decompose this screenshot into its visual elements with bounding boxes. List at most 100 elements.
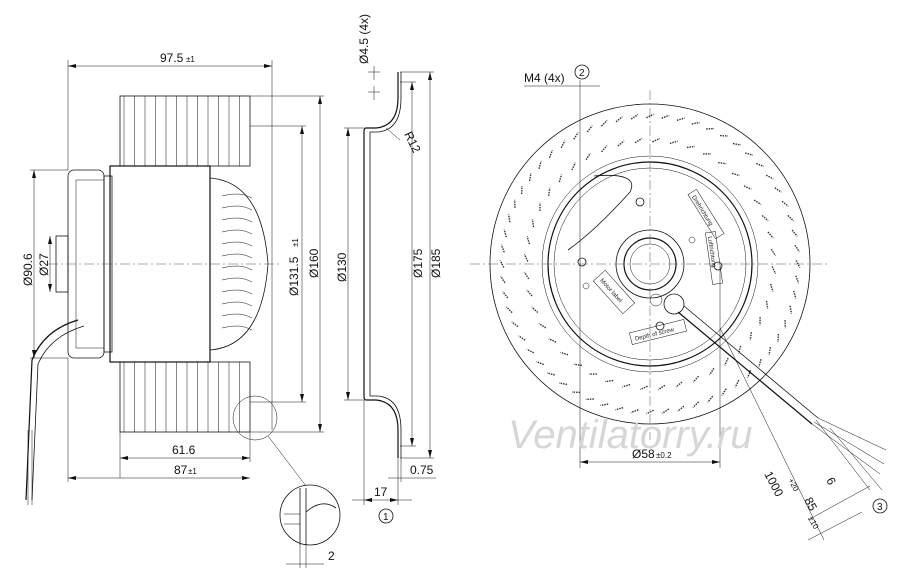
blade [518, 335, 526, 341]
label-depth-screw: Depth of screw [634, 327, 675, 343]
blade [794, 244, 800, 253]
mount-hole-4 [655, 321, 665, 331]
blade [769, 283, 774, 292]
blade [538, 160, 542, 169]
mount-hole-2 [713, 261, 723, 271]
callout-3 [872, 498, 888, 514]
blade [523, 271, 530, 280]
blade [605, 379, 614, 383]
blade [669, 140, 678, 145]
blade [573, 132, 579, 140]
rib [221, 301, 253, 307]
blade [721, 388, 727, 396]
blade [526, 236, 531, 245]
blade [745, 152, 754, 156]
callout-2 [574, 64, 590, 80]
blade [709, 367, 715, 376]
cable [25, 319, 79, 501]
cable-front [677, 311, 813, 425]
dim-plate-185: Ø185 [429, 248, 443, 278]
blade [676, 117, 685, 121]
blade [615, 116, 623, 123]
blade [547, 187, 551, 196]
dim-wheel-inner-tol: ±1 [291, 238, 300, 247]
dim-plate-175: Ø175 [411, 248, 425, 278]
label-air: Luftrichtung [706, 236, 716, 268]
blade [630, 114, 639, 120]
blade [652, 137, 661, 143]
blade [787, 214, 795, 222]
blade [758, 359, 762, 368]
rib [221, 325, 253, 331]
dim-hub-diameter: Ø90.6 [21, 253, 35, 286]
dim-wheel-length: 61.6 [172, 443, 196, 457]
callout-1 [378, 508, 394, 524]
blade [526, 289, 533, 297]
blade [761, 214, 769, 222]
callout-1-label: 1 [383, 512, 389, 523]
blade [734, 379, 740, 388]
blade [771, 266, 777, 275]
blade [528, 172, 532, 182]
rib [221, 313, 253, 319]
plate-view: Ø4.5 (4x) R12 Ø130 Ø175 Ø185 17 0.75 [335, 14, 443, 524]
blade [661, 408, 670, 414]
wire-channel [567, 174, 633, 251]
blade [560, 140, 566, 149]
dim-body-length-tol: ±1 [188, 467, 197, 476]
blade [622, 383, 631, 388]
dim-cable-length: 1000 [761, 469, 786, 499]
mount-hole-3 [635, 197, 645, 207]
blade [558, 174, 563, 183]
blade [753, 199, 762, 205]
detail-view [279, 484, 341, 546]
blade [646, 409, 654, 415]
blade [657, 384, 666, 391]
blade [526, 348, 535, 354]
blade [600, 145, 608, 153]
side-view: 97.5 ±1 Ø90.6 Ø27 Ø131.5 ±1 Ø160 [21, 51, 341, 568]
rib [221, 193, 253, 199]
blade [500, 275, 506, 284]
detail-marker [232, 395, 278, 441]
blade [586, 125, 593, 133]
rotor-ribs [221, 193, 253, 331]
blade [749, 332, 753, 341]
blade [791, 229, 798, 237]
blade [560, 351, 569, 356]
rib [221, 241, 253, 247]
blade [511, 321, 519, 328]
blade [781, 200, 789, 207]
blade [505, 306, 513, 314]
wheel-blades [499, 113, 801, 415]
rib [221, 289, 253, 295]
blade [558, 382, 568, 386]
blade [765, 300, 769, 309]
dim-mount-circle-tol: ±0.2 [656, 451, 672, 460]
dim-overall-length: 97.5 [160, 51, 184, 65]
blade [686, 145, 695, 149]
blade [724, 357, 729, 366]
dim-wheel-inner: Ø131.5 [287, 256, 301, 296]
wheel-fins-top [123, 96, 240, 166]
blade [634, 137, 643, 144]
dim-overall-length-tol: ±1 [186, 55, 195, 64]
blade [503, 229, 507, 238]
blade [600, 119, 608, 127]
dim-detail-width: 2 [328, 549, 335, 563]
blade [573, 363, 582, 367]
blade [507, 214, 511, 223]
blade [677, 405, 685, 412]
blade [585, 152, 591, 161]
wheel-lower [119, 361, 251, 433]
dim-radius: R12 [401, 129, 423, 155]
plate-profile [363, 72, 399, 458]
blade [718, 161, 727, 165]
dim-plate-depth: 17 [374, 485, 388, 499]
blade [675, 381, 683, 388]
blade [531, 219, 535, 228]
blade [692, 375, 700, 383]
mount-hole-1 [577, 257, 587, 267]
blade [737, 345, 742, 354]
blade [646, 113, 654, 119]
